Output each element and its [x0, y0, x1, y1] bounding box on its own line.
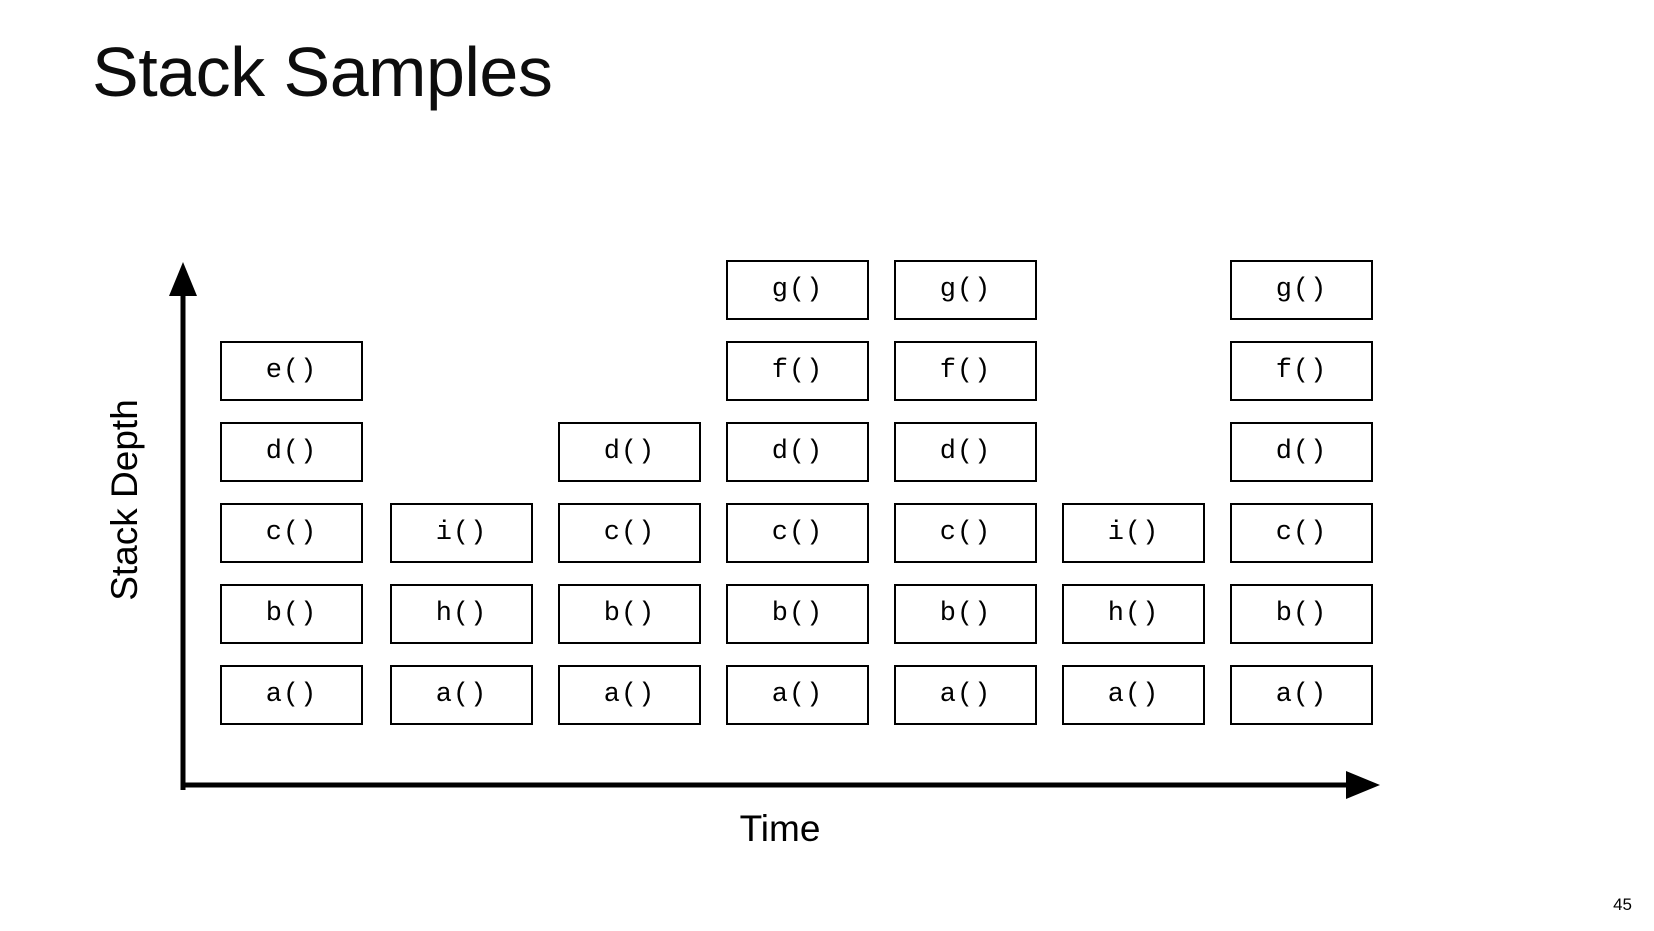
stack-frame-box: f()	[726, 341, 869, 401]
stack-sample-column: a() h() i()	[1062, 0, 1205, 931]
stack-frame-box: d()	[894, 422, 1037, 482]
stack-frame-box: a()	[220, 665, 363, 725]
stack-frame-box: a()	[894, 665, 1037, 725]
stack-frame-box: g()	[894, 260, 1037, 320]
stack-frame-box: i()	[1062, 503, 1205, 563]
stack-frame-box: c()	[558, 503, 701, 563]
stack-frame-box: b()	[1230, 584, 1373, 644]
stack-frame-box: i()	[390, 503, 533, 563]
stack-sample-column: a() h() i()	[390, 0, 533, 931]
stack-sample-column: a() b() c() d()	[558, 0, 701, 931]
stack-frame-box: d()	[558, 422, 701, 482]
stack-frame-box: b()	[220, 584, 363, 644]
stack-sample-column: a() b() c() d() f() g()	[726, 0, 869, 931]
stack-frame-box: h()	[390, 584, 533, 644]
stack-frame-box: f()	[1230, 341, 1373, 401]
stack-frame-box: a()	[1062, 665, 1205, 725]
page-number: 45	[1613, 895, 1632, 914]
stack-frame-box: d()	[1230, 422, 1373, 482]
stack-frame-box: g()	[1230, 260, 1373, 320]
stack-frame-box: g()	[726, 260, 869, 320]
stack-sample-column: a() b() c() d() f() g()	[894, 0, 1037, 931]
stack-frame-box: b()	[726, 584, 869, 644]
stack-frame-box: a()	[1230, 665, 1373, 725]
stack-frame-box: c()	[726, 503, 869, 563]
stack-frame-box: d()	[220, 422, 363, 482]
stack-frame-box: c()	[1230, 503, 1373, 563]
page-title: Stack Samples	[92, 33, 553, 111]
stack-frame-box: f()	[894, 341, 1037, 401]
stack-frame-box: e()	[220, 341, 363, 401]
stack-frame-box: b()	[894, 584, 1037, 644]
stack-frame-box: a()	[558, 665, 701, 725]
stack-frame-box: b()	[558, 584, 701, 644]
stack-frame-box: d()	[726, 422, 869, 482]
stack-frame-box: a()	[726, 665, 869, 725]
stack-sample-column: a() b() c() d() e()	[220, 0, 363, 931]
stack-sample-column: a() b() c() d() f() g()	[1230, 0, 1373, 931]
x-axis-label: Time	[739, 808, 821, 849]
stack-frame-box: a()	[390, 665, 533, 725]
stack-frame-box: h()	[1062, 584, 1205, 644]
stack-frame-box: c()	[894, 503, 1037, 563]
stack-frame-box: c()	[220, 503, 363, 563]
